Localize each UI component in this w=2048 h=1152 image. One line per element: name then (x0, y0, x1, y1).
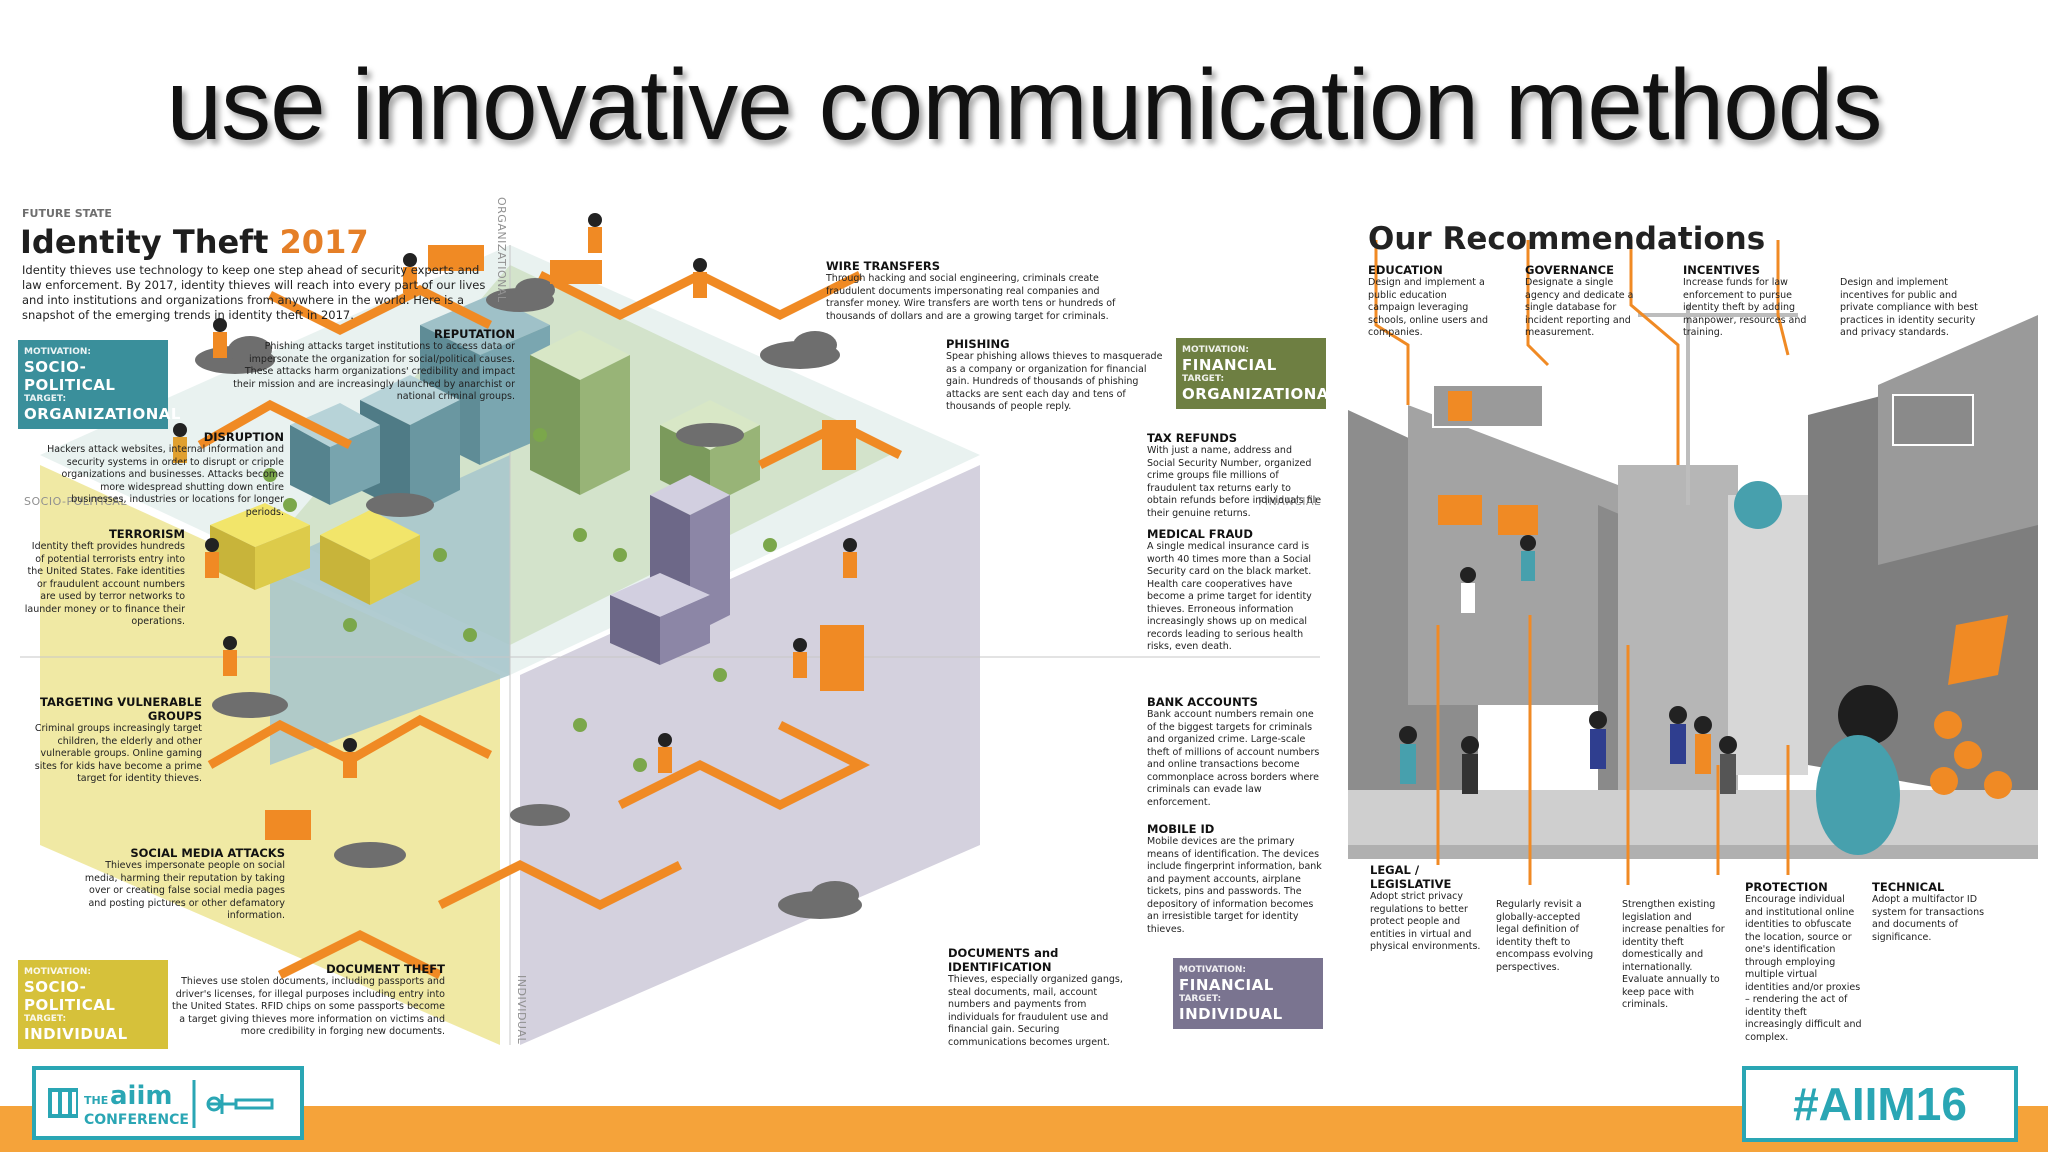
thief-figures (173, 213, 857, 778)
motivation-badge-sociopolitical-individual: MOTIVATION: SOCIO-POLITICAL TARGET: INDI… (18, 960, 168, 1049)
badge-motivation-value: SOCIO-POLITICAL (24, 358, 116, 394)
aiim-logo-graphic: THE aiim CONFERENCE (48, 1080, 274, 1128)
badge-motivation-value: SOCIO-POLITICAL (24, 978, 116, 1014)
badge-target-label: TARGET: (1179, 994, 1222, 1004)
badge-motivation-label: MOTIVATION: (1179, 965, 1246, 975)
street-scene-illustration (1348, 240, 2038, 885)
recommendations-title: Our Recommendations (1368, 221, 1766, 257)
retirement-building (210, 503, 310, 590)
bank-building-left-map (530, 330, 630, 495)
badge-target-label: TARGET: (24, 1014, 67, 1024)
badge-target-value: INDIVIDUAL (1179, 1005, 1283, 1023)
identity-theft-infographic: FUTURE STATE Identity Theft 2017 Identit… (18, 197, 1338, 1049)
motivation-badge-financial-individual: MOTIVATION: FINANCIAL TARGET: INDIVIDUAL (1173, 958, 1323, 1029)
axis-label-left: SOCIO-POLITICAL (24, 495, 127, 508)
school-building (320, 510, 420, 605)
title-text: Identity Theft (20, 223, 280, 261)
slide-title: use innovative communication methods (166, 49, 1883, 161)
rec-incentives-compliance: Design and implement incentives for publ… (1840, 277, 1978, 338)
badge-motivation-value: FINANCIAL (1179, 976, 1274, 994)
intro-paragraph: Identity thieves use technology to keep … (22, 263, 486, 322)
badge-target-value: INDIVIDUAL (24, 1025, 128, 1043)
logo-conference: CONFERENCE (84, 1112, 189, 1128)
logo-aiim: aiim (110, 1081, 172, 1111)
motivation-badge-sociopolitical-organizational: MOTIVATION: SOCIO-POLITICAL TARGET: ORGA… (18, 340, 181, 429)
title-year: 2017 (279, 223, 369, 261)
badge-motivation-label: MOTIVATION: (24, 347, 91, 357)
axis-label-right: FINANCIAL (1258, 495, 1321, 508)
axis-label-top: ORGANIZATIONAL (495, 197, 508, 303)
badge-target-label: TARGET: (1182, 374, 1225, 384)
rec-legislation-penalties: Strengthen existing legislation and incr… (1622, 899, 1725, 1010)
logo-the: THE (84, 1094, 108, 1107)
rec-legal-definition: Regularly revisit a globally-accepted le… (1496, 899, 1594, 973)
badge-motivation-value: FINANCIAL (1182, 356, 1277, 374)
isometric-city-illustration (20, 213, 1320, 1045)
legitco-building (290, 403, 380, 505)
badge-target-value: ORGANIZATIONAL (1182, 385, 1339, 403)
hashtag-badge: #AIIM16 (1742, 1066, 2018, 1142)
kicker-text: FUTURE STATE (22, 207, 112, 220)
badge-target-value: ORGANIZATIONAL (24, 405, 181, 423)
infographic-title: Identity Theft 2017 (20, 223, 369, 261)
axis-label-bottom: INDIVIDUAL (515, 975, 528, 1045)
motivation-badge-financial-organizational: MOTIVATION: FINANCIAL TARGET: ORGANIZATI… (1176, 338, 1339, 409)
badge-motivation-label: MOTIVATION: (1182, 345, 1249, 355)
mobile-phones-store (610, 573, 710, 665)
aiim-conference-logo: THE aiim CONFERENCE (32, 1066, 304, 1140)
badge-motivation-label: MOTIVATION: (24, 967, 91, 977)
footer-bar (0, 1106, 2048, 1152)
badge-target-label: TARGET: (24, 394, 67, 404)
